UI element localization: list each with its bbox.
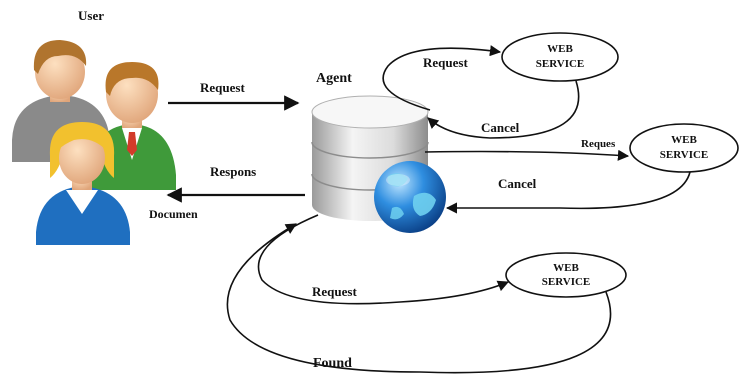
web-service-1: WEB SERVICE bbox=[501, 32, 619, 82]
request-ws3-arrow bbox=[257, 214, 510, 305]
found-ws3-label: Found bbox=[313, 356, 352, 371]
request-ws2-label: Reques bbox=[581, 138, 616, 150]
cancel-ws2-label: Cancel bbox=[498, 176, 537, 191]
globe-icon bbox=[374, 161, 446, 233]
request-ws1-arrow bbox=[382, 45, 502, 111]
web-service-2-line2: SERVICE bbox=[660, 149, 709, 161]
user-avatar-blue bbox=[36, 122, 130, 245]
cancel-ws2-arrow bbox=[445, 171, 691, 214]
user-label: User bbox=[78, 8, 104, 23]
request-ws1-label: Request bbox=[423, 55, 468, 70]
document-label: Documen bbox=[149, 207, 198, 221]
web-service-3: WEB SERVICE bbox=[505, 252, 627, 298]
request-ws3-label: Request bbox=[312, 284, 357, 299]
response-label: Respons bbox=[210, 164, 256, 179]
web-service-1-line2: SERVICE bbox=[536, 58, 585, 70]
web-service-2-line1: WEB bbox=[671, 134, 697, 146]
cancel-ws1-arrow bbox=[427, 80, 580, 139]
request-ws2-arrow bbox=[424, 149, 630, 161]
user-group-icon bbox=[12, 40, 176, 245]
web-service-1-line1: WEB bbox=[547, 43, 573, 55]
web-service-3-line1: WEB bbox=[553, 262, 579, 274]
web-service-3-line2: SERVICE bbox=[542, 276, 591, 288]
cancel-ws1-label: Cancel bbox=[481, 120, 520, 135]
request-label: Request bbox=[200, 80, 245, 95]
found-ws3-arrow bbox=[226, 223, 612, 374]
agent-label: Agent bbox=[316, 71, 352, 86]
web-service-2: WEB SERVICE bbox=[629, 123, 739, 173]
